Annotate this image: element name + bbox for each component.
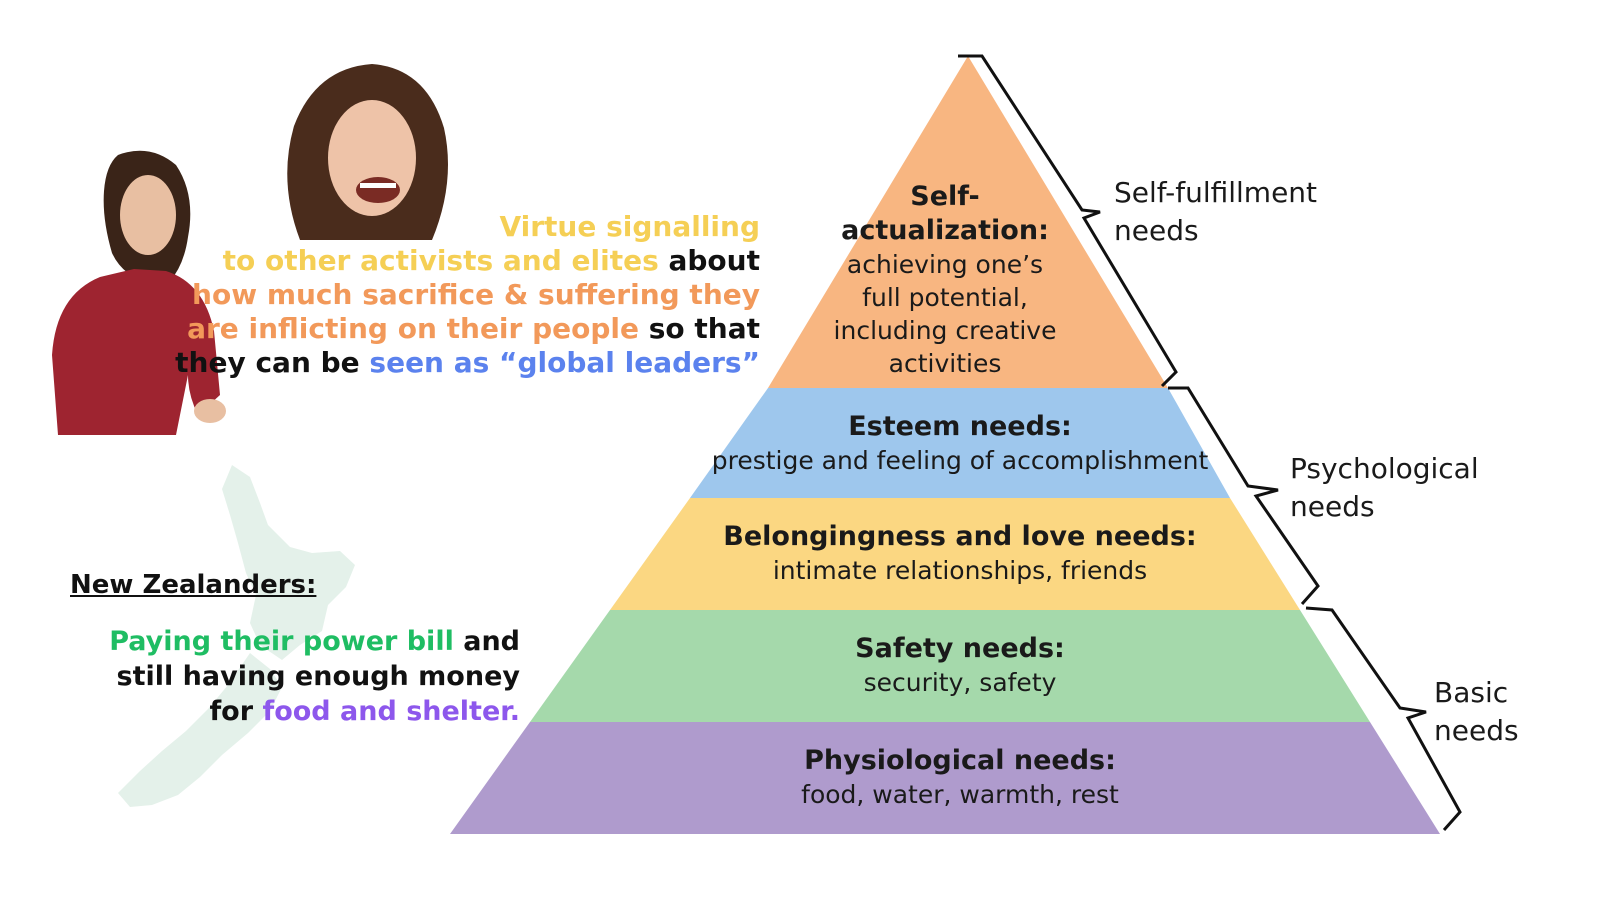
tier-physiological-desc: food, water, warmth, rest xyxy=(700,778,1220,811)
tier-self-actualization-desc-2: full potential, xyxy=(810,281,1080,314)
label-basic-line-1: Basic xyxy=(1434,674,1519,712)
tier-safety-title: Safety needs: xyxy=(700,632,1220,666)
label-psychological: Psychological needs xyxy=(1290,450,1479,526)
tier-self-actualization-desc-1: achieving one’s xyxy=(810,248,1080,281)
label-self-fulfillment: Self-fulfillment needs xyxy=(1114,174,1317,250)
tier-self-actualization-title-2: actualization: xyxy=(810,214,1080,248)
label-basic: Basic needs xyxy=(1434,674,1519,750)
tier-belonging-desc: intimate relationships, friends xyxy=(630,554,1290,587)
tier-self-actualization-text: Self- actualization: achieving one’s ful… xyxy=(810,180,1080,380)
tier-physiological-title: Physiological needs: xyxy=(700,744,1220,778)
label-self-fulfillment-line-1: Self-fulfillment xyxy=(1114,174,1317,212)
tier-safety-desc: security, safety xyxy=(700,666,1220,699)
label-psychological-line-1: Psychological xyxy=(1290,450,1479,488)
tier-self-actualization-desc-4: activities xyxy=(810,347,1080,380)
label-psychological-line-2: needs xyxy=(1290,488,1479,526)
tier-self-actualization-title: Self- xyxy=(810,180,1080,214)
tier-self-actualization-desc-3: including creative xyxy=(810,314,1080,347)
label-basic-line-2: needs xyxy=(1434,712,1519,750)
tier-esteem-text: Esteem needs: prestige and feeling of ac… xyxy=(690,410,1230,477)
tier-belonging-title: Belongingness and love needs: xyxy=(630,520,1290,554)
tier-physiological-text: Physiological needs: food, water, warmth… xyxy=(700,744,1220,811)
label-self-fulfillment-line-2: needs xyxy=(1114,212,1317,250)
tier-belonging-text: Belongingness and love needs: intimate r… xyxy=(630,520,1290,587)
tier-esteem-desc: prestige and feeling of accomplishment xyxy=(690,444,1230,477)
tier-safety-text: Safety needs: security, safety xyxy=(700,632,1220,699)
tier-esteem-title: Esteem needs: xyxy=(690,410,1230,444)
